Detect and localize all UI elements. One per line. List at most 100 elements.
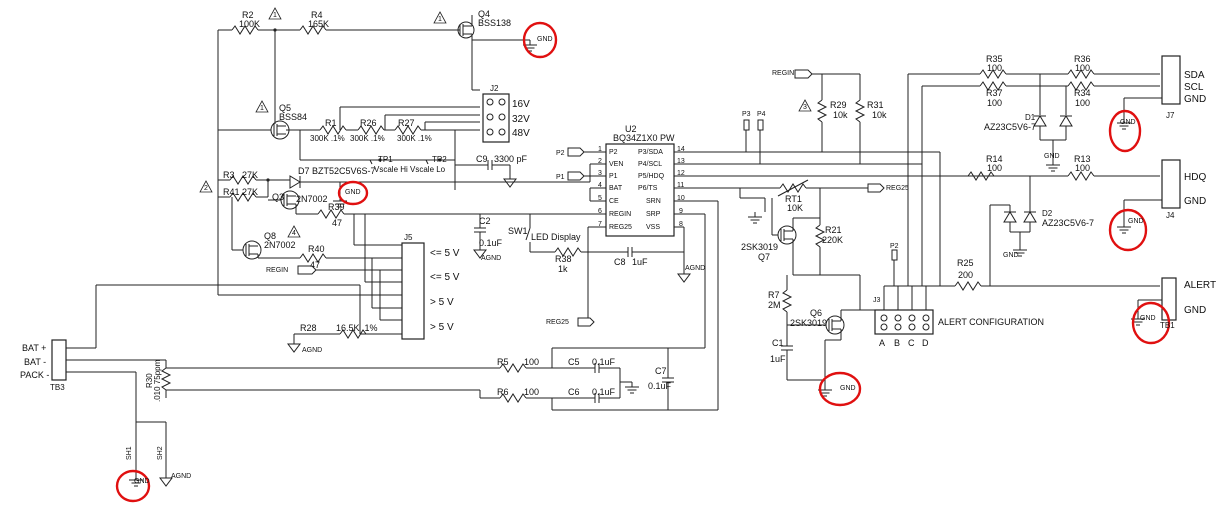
bat-minus-label: BAT - <box>24 357 46 367</box>
u2-pin-num: 12 <box>677 170 685 177</box>
d7-label: D7 <box>298 166 310 176</box>
r5-value: 100 <box>524 357 539 367</box>
r4-value: 165K <box>308 19 329 29</box>
q6-value: 2SK3019 <box>790 318 827 328</box>
q7-label: Q7 <box>758 252 770 262</box>
p2-label: P2 <box>890 243 899 250</box>
u2-pin-left-1: P2 <box>609 149 618 156</box>
alert-configuration-label: ALERT CONFIGURATION <box>938 317 1044 327</box>
r37-label: R37 <box>986 88 1003 98</box>
j4-label: J4 <box>1166 211 1175 220</box>
warning-triangle-icon: 3 <box>803 104 807 111</box>
u2-pin-num: 10 <box>677 195 685 202</box>
j2-32v: 32V <box>512 114 530 125</box>
gnd-highlight-circle <box>337 180 369 206</box>
r28-label: R28 <box>300 323 317 333</box>
tb3-label: TB3 <box>50 383 65 392</box>
p3-label: P3 <box>742 111 751 118</box>
bat-plus-label: BAT + <box>22 343 46 353</box>
sw1-label: SW1 <box>508 226 528 236</box>
j5-connector <box>401 242 425 340</box>
u2-pin-right-3: P5/HDQ <box>638 173 665 180</box>
u2-pin-right-2: P4/SCL <box>638 161 662 168</box>
u2-pin-right-7: VSS <box>646 224 660 231</box>
q3-label: Q3 <box>272 192 284 202</box>
zener-section: GND R3 27K R41 27K D7 BZT52C5V6S-7 2 Q3 … <box>199 166 590 275</box>
scl-label: SCL <box>1184 82 1204 93</box>
c2-label: C2 <box>479 216 491 226</box>
regin-label: REGIN <box>772 70 794 77</box>
c2-value: 0.1uF <box>479 238 503 248</box>
j5-option-1: <= 5 V <box>430 248 460 259</box>
r36-value: 100 <box>1075 63 1090 73</box>
r37-value: 100 <box>987 98 1002 108</box>
r39-value: 47 <box>332 218 342 228</box>
u2-pin-num: 6 <box>598 208 602 215</box>
d7-diode-icon <box>289 175 301 189</box>
r35-label: R35 <box>986 54 1003 64</box>
gnd-label: GND <box>1128 218 1144 225</box>
reg25-label: REG25 <box>886 185 909 192</box>
r14-value: 100 <box>987 163 1002 173</box>
gnd-label: GND <box>1044 153 1060 160</box>
j5-section: J5 <= 5 V <= 5 V > 5 V > 5 V R28 16.5K .… <box>96 214 460 354</box>
gnd-label: GND <box>1003 252 1019 259</box>
r27-value: 300K .1% <box>397 134 432 143</box>
gnd-label: GND <box>1120 119 1136 126</box>
c6-value: 0.1uF <box>592 387 616 397</box>
battery-section: BAT + BAT - PACK - TB3 GND AGND SH1 SH2 … <box>20 285 718 503</box>
warning-triangle-icon: 4 <box>292 230 296 237</box>
r5-label: R5 <box>497 357 509 367</box>
u2-pin-right-4: P6/TS <box>638 185 658 192</box>
tb1-terminal <box>1161 277 1177 321</box>
q7-value: 2SK3019 <box>741 242 778 252</box>
q3-value: 2N7002 <box>296 194 328 204</box>
u2-pin-num: 13 <box>677 158 685 165</box>
r1-value: 300K .1% <box>310 134 345 143</box>
u2-pin-num: 7 <box>598 221 602 228</box>
j3-col-d: D <box>922 338 929 348</box>
c5-value: 0.1uF <box>592 357 616 367</box>
rt1-label: RT1 <box>785 194 802 204</box>
hdq-label: HDQ <box>1184 172 1206 183</box>
gnd-highlight-circle <box>1108 208 1148 252</box>
gnd-label: GND <box>537 36 553 43</box>
r35-value: 100 <box>987 63 1002 73</box>
d1-diode-icon <box>1033 115 1073 127</box>
u2-pin-num: 3 <box>598 170 602 177</box>
agnd-label: AGND <box>481 255 501 262</box>
q8-label: Q8 <box>264 231 276 241</box>
gnd-highlight-circle <box>818 371 862 407</box>
u2-label: U2 <box>625 124 637 134</box>
j5-option-4: > 5 V <box>430 322 454 333</box>
q5-value: BSS84 <box>279 112 307 122</box>
c5-label: C5 <box>568 357 580 367</box>
r38-label: R38 <box>555 254 572 264</box>
u2-pin-left-3: P1 <box>609 173 618 180</box>
agnd-label: AGND <box>302 347 322 354</box>
tp2-value: Vscale Lo <box>410 165 446 174</box>
tb3-terminal <box>51 339 67 381</box>
warning-triangle-icon: 2 <box>204 185 208 192</box>
warning-triangle-icon: 1 <box>260 105 264 112</box>
pack-minus-label: PACK - <box>20 370 49 380</box>
j7-connector <box>1161 55 1181 105</box>
r41-value: 27K <box>242 187 258 197</box>
tb1-gnd-label: GND <box>1184 305 1206 316</box>
regin-label: REGIN <box>266 267 288 274</box>
u2-pin-num: 1 <box>598 146 602 153</box>
gnd-highlight-circle <box>1131 301 1171 345</box>
j3-label: J3 <box>873 297 881 304</box>
u2-pin-num: 4 <box>598 182 602 189</box>
u2-pin-num: 14 <box>677 146 685 153</box>
r7-label: R7 <box>768 290 780 300</box>
led-display-label: LED Display <box>531 232 581 242</box>
j2-label: J2 <box>490 84 499 93</box>
r26-label: R26 <box>360 118 377 128</box>
r28-value: 16.5K .1% <box>336 323 378 333</box>
r1-label: R1 <box>325 118 337 128</box>
j2-16v: 16V <box>512 99 530 110</box>
u2-pin-left-5: CE <box>609 198 619 205</box>
d1-value: AZ23C5V6-7 <box>984 122 1036 132</box>
c9-label: C9 <box>476 154 488 164</box>
